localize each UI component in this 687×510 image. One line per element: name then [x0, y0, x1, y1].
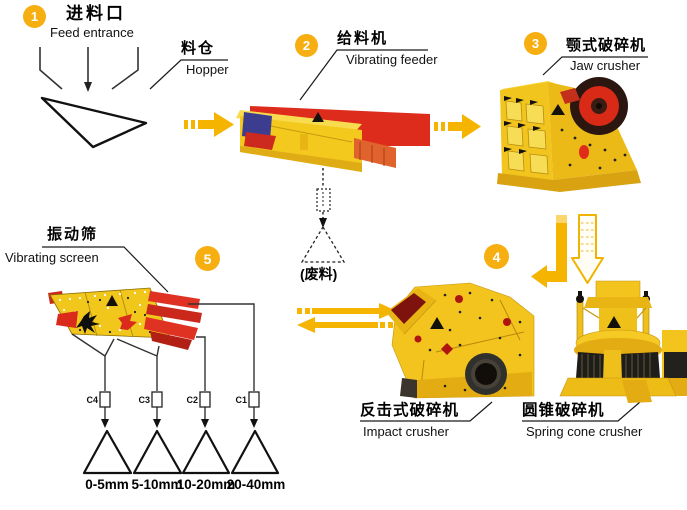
conveyor-label-c2: C2	[186, 395, 198, 405]
impact-leader-line	[360, 401, 493, 422]
cone-leader-line	[522, 401, 641, 422]
label-hopper-en: Hopper	[186, 62, 229, 77]
label-hopper-zh: 料仓	[181, 40, 216, 57]
label-jaw-zh: 颚式破碎机	[566, 37, 647, 54]
conveyor-box-c2	[199, 391, 211, 408]
conveyor-box-c4	[99, 391, 111, 408]
label-cone-zh: 圆锥破碎机	[522, 402, 605, 419]
conveyor-box-c3	[151, 391, 163, 408]
feed-arrowhead-icon	[84, 82, 92, 92]
waste-pile-triangle	[300, 225, 346, 263]
feeder-logo-icon	[312, 112, 324, 122]
arrow-hopper-to-feeder-icon	[184, 112, 234, 137]
jaw-leader-line	[542, 56, 648, 76]
output-size-3: 10-20mm	[176, 477, 236, 492]
label-jaw-en: Jaw crusher	[570, 58, 641, 73]
stage-badge-2: 2	[295, 34, 318, 57]
waste-path	[300, 163, 346, 263]
label-feeder-zh: 给料机	[337, 30, 389, 47]
cone-springs-left	[576, 352, 605, 380]
leader-lines	[42, 49, 648, 422]
label-screen-en: Vibrating screen	[5, 250, 99, 265]
stockpile-triangle-1	[82, 429, 133, 475]
arrow-jaw-to-cone-hollow-icon	[571, 214, 604, 284]
hopper-illustration	[40, 96, 148, 149]
arrow-feeder-to-jaw-icon	[434, 114, 481, 139]
label-cone-en: Spring cone crusher	[526, 424, 643, 439]
cone-logo-icon	[607, 316, 621, 328]
feeder-leader-line	[299, 49, 428, 101]
jaw-crusher-illustration	[497, 77, 641, 192]
stage-badge-5: 5	[195, 246, 220, 271]
jaw-logo-icon	[551, 104, 565, 115]
stockpile-triangle-4	[230, 429, 280, 475]
label-waste: (废料)	[300, 266, 338, 282]
output-size-1: 0-5mm	[85, 477, 129, 492]
stage-badge-3: 3	[524, 32, 547, 55]
impact-logo-icon	[430, 317, 444, 329]
stockpile-triangle-2	[132, 429, 183, 475]
impact-crusher-illustration	[386, 282, 535, 399]
waste-arrowhead-icon	[319, 218, 327, 228]
vibrating-feeder-illustration	[236, 106, 430, 172]
label-feeder-en: Vibrating feeder	[346, 52, 438, 67]
label-impact-en: Impact crusher	[363, 424, 449, 439]
label-screen-zh: 振动筛	[47, 226, 99, 243]
output-size-2: 5-10mm	[131, 477, 183, 492]
label-impact-zh: 反击式破碎机	[360, 402, 460, 419]
vibrating-screen-illustration	[48, 287, 202, 350]
label-feed-entrance-zh: 进料口	[66, 4, 126, 23]
arrow-impact-to-screen-icon	[297, 317, 393, 333]
stage-badge-1: 1	[23, 5, 46, 28]
stockpile-triangle-3	[181, 429, 231, 475]
flow-arrows	[184, 112, 604, 333]
conveyor-box-c1	[248, 391, 260, 408]
arrow-jaw-down-left-icon	[531, 215, 567, 288]
hopper-leader-line	[149, 59, 228, 90]
arrow-screen-to-impact-icon	[297, 303, 397, 319]
cone-crusher-illustration	[559, 280, 687, 403]
conveyor-label-c1: C1	[235, 395, 247, 405]
label-feed-entrance-en: Feed entrance	[50, 25, 134, 40]
screen-leader-line	[42, 246, 169, 293]
feed-entrance-lines	[39, 47, 139, 92]
conveyor-label-c4: C4	[86, 395, 98, 405]
screen-discharge-chutes	[144, 291, 202, 350]
output-size-4: 20-40mm	[226, 477, 286, 492]
conveyor-label-c3: C3	[138, 395, 150, 405]
conveyor-network	[71, 303, 280, 475]
screen-logo-icon	[106, 295, 118, 306]
stage-badge-4: 4	[484, 244, 509, 269]
